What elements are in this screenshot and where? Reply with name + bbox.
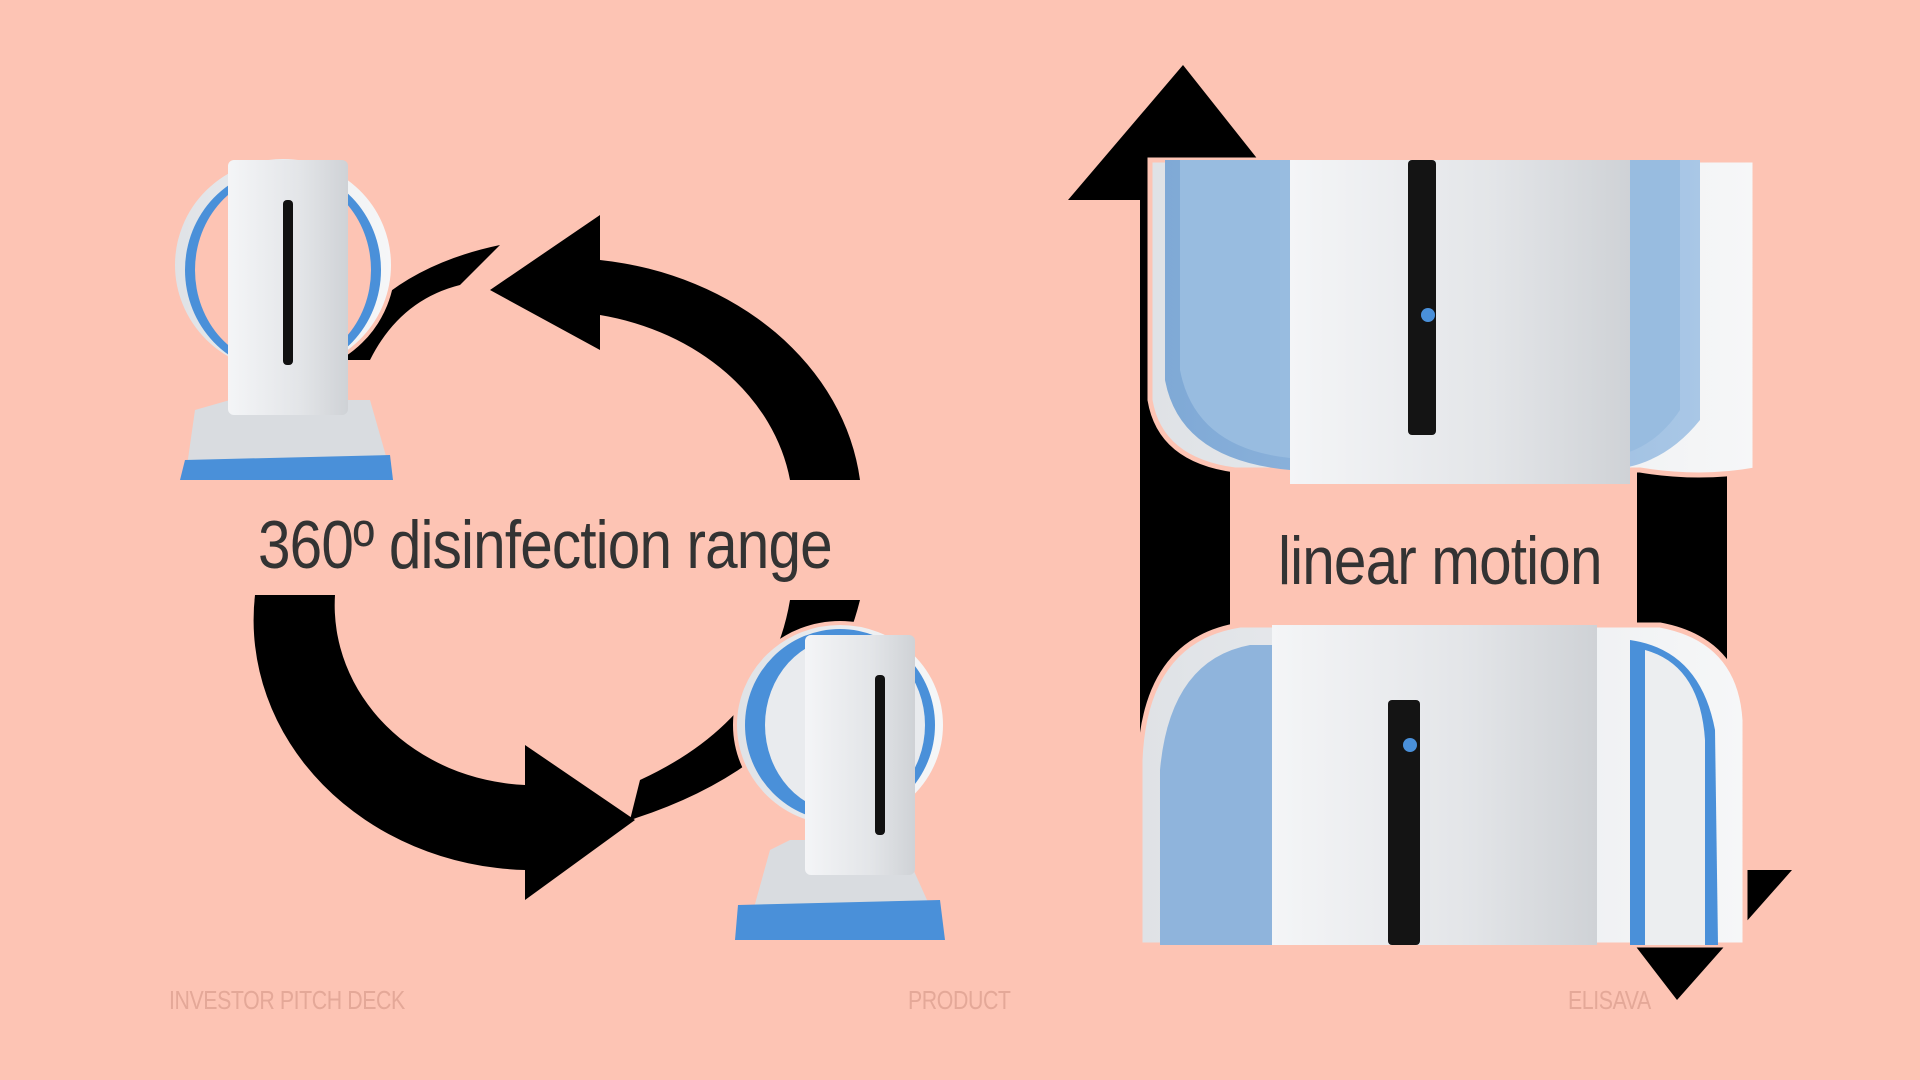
linear-arrow-down <box>1577 160 1792 1000</box>
device-render-lower <box>1137 622 1748 948</box>
footer-brand: ELISAVA <box>1568 985 1651 1015</box>
footer-deck-title: INVESTOR PITCH DECK <box>169 985 405 1015</box>
linear-label-backdrop <box>1242 484 1632 614</box>
footer-section: PRODUCT <box>908 985 1011 1015</box>
linear-motion-label: linear motion <box>1278 523 1602 599</box>
device-render-upper <box>1147 157 1758 490</box>
linear-arrow-up <box>1068 65 1290 920</box>
up-down-arrows-icon <box>1068 65 1792 1000</box>
device-render-rotated-left <box>171 155 395 480</box>
rotation-arrow-lower <box>253 595 635 900</box>
rotation-arrow-upper <box>490 215 860 480</box>
rotation-arrow-upper-left <box>330 245 500 360</box>
device-render-rotated-right <box>733 621 947 940</box>
rotation-range-label: 360º disinfection range <box>258 507 833 583</box>
